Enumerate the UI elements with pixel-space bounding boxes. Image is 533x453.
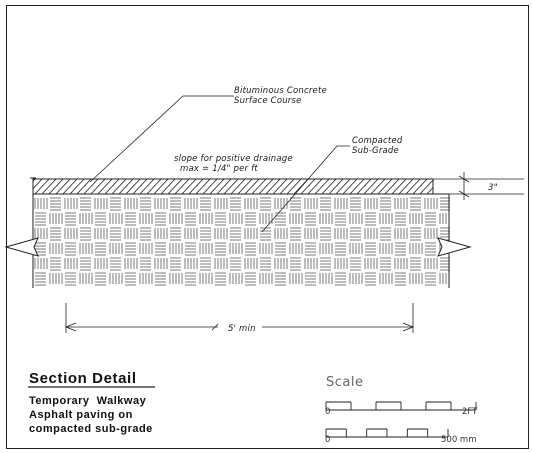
width-dimension	[64, 303, 415, 333]
title-line-3: compacted sub-grade	[29, 423, 153, 435]
imperial-scale-end: 2FT	[462, 407, 478, 417]
width-label: 5' min	[228, 324, 256, 334]
subgrade-label-line1: Compacted	[352, 136, 403, 146]
scale-title: Scale	[326, 375, 363, 390]
imperial-scale-start: 0	[325, 407, 330, 417]
metric-scale-start: 0	[325, 435, 330, 445]
surface-course-label-line2: Surface Course	[234, 96, 302, 106]
surface-course-label-line1: Bituminous Concrete	[234, 86, 327, 96]
asphalt-surface-course	[33, 179, 433, 194]
metric-scale-bar	[325, 428, 449, 438]
imperial-scale-bar	[325, 401, 477, 411]
subgrade-outline	[32, 178, 450, 288]
thickness-label: 3"	[488, 183, 498, 193]
drawing-border	[6, 5, 529, 449]
left-break-symbol	[4, 237, 39, 257]
section-detail-heading: Section Detail	[29, 370, 137, 387]
slope-note-line1: slope for positive drainage	[174, 154, 293, 164]
subgrade-label-line2: Sub-Grade	[352, 146, 399, 156]
thickness-dimension	[433, 172, 524, 200]
asphalt-outline	[32, 178, 434, 195]
slope-note-line2: max = 1/4" per ft	[180, 164, 258, 174]
surface-course-leader	[89, 95, 234, 183]
subgrade-leader	[261, 145, 350, 233]
right-break-symbol	[437, 237, 472, 257]
subgrade-layer	[34, 197, 450, 286]
title-line-1: Temporary Walkway	[29, 395, 147, 407]
title-line-2: Asphalt paving on	[29, 409, 133, 421]
metric-scale-end: 500 mm	[441, 435, 477, 445]
